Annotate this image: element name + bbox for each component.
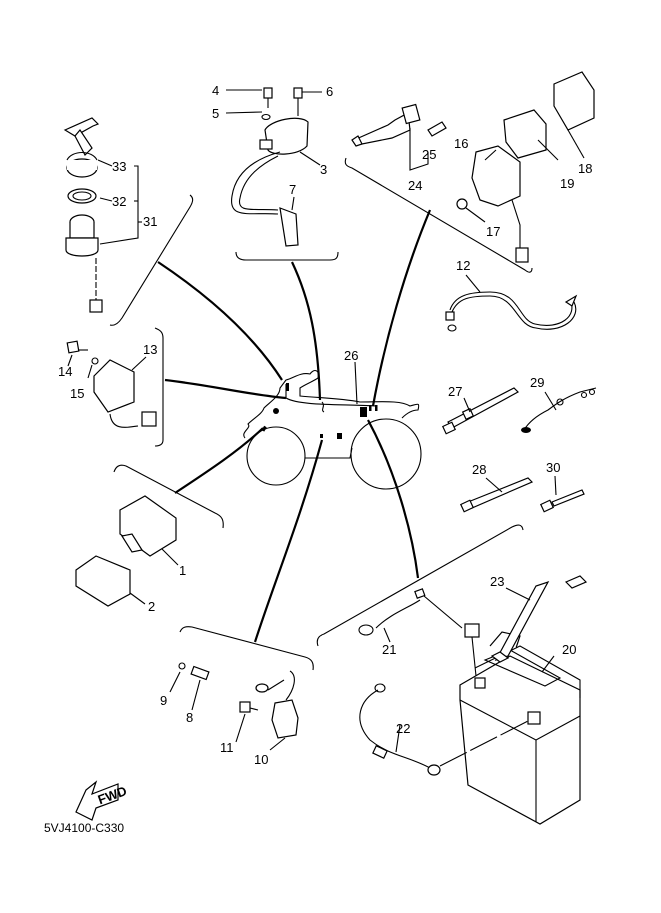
rectifier-leaders xyxy=(67,354,147,379)
starter-relay-assembly xyxy=(351,71,595,263)
cable-ties xyxy=(441,387,597,513)
callout-4: 4 xyxy=(212,83,219,98)
callout-labels: 1 2 3 4 5 6 7 8 9 10 11 12 13 14 15 16 1… xyxy=(58,83,592,767)
cdi-leaders xyxy=(129,548,179,605)
callout-23: 23 xyxy=(490,574,504,589)
callout-33: 33 xyxy=(112,159,126,174)
callout-22: 22 xyxy=(396,721,410,736)
cable-tie-leaders xyxy=(463,391,557,496)
callout-18: 18 xyxy=(578,161,592,176)
motorcycle-silhouette xyxy=(243,369,422,490)
callout-8: 8 xyxy=(186,710,193,725)
starter-relay-leaders xyxy=(409,128,585,223)
callout-5: 5 xyxy=(212,106,219,121)
callout-17: 17 xyxy=(486,224,500,239)
main-switch-leaders xyxy=(97,159,142,245)
callout-21: 21 xyxy=(382,642,396,657)
rectifier-assembly xyxy=(66,340,157,428)
wire-harness xyxy=(445,291,578,332)
catalog-code: 5VJ4100-C330 xyxy=(44,821,124,835)
callout-30: 30 xyxy=(546,460,560,475)
main-harness-leader xyxy=(354,361,358,405)
callout-20: 20 xyxy=(562,642,576,657)
callout-26: 26 xyxy=(344,348,358,363)
callout-2: 2 xyxy=(148,599,155,614)
ignition-coil-leaders xyxy=(225,89,322,211)
ignition-coil-assembly xyxy=(231,87,309,247)
main-switch-assembly xyxy=(63,117,103,313)
callout-32: 32 xyxy=(112,194,126,209)
callout-14: 14 xyxy=(58,364,72,379)
battery-assembly xyxy=(358,575,588,825)
callout-25: 25 xyxy=(422,147,436,162)
cdi-unit-assembly xyxy=(75,495,177,607)
sender-leaders xyxy=(169,671,286,751)
callout-3: 3 xyxy=(320,162,327,177)
fwd-arrow-icon: FWD xyxy=(75,780,129,821)
callout-28: 28 xyxy=(472,462,486,477)
callout-24: 24 xyxy=(408,178,422,193)
sender-assembly xyxy=(178,662,299,739)
callout-11: 11 xyxy=(220,740,234,755)
group-leaders xyxy=(157,209,432,643)
group-brackets xyxy=(109,157,533,671)
callout-31: 31 xyxy=(143,214,157,229)
callout-1: 1 xyxy=(179,563,186,578)
callout-13: 13 xyxy=(143,342,157,357)
callout-9: 9 xyxy=(160,693,167,708)
callout-19: 19 xyxy=(560,176,574,191)
harness-leader xyxy=(465,274,481,293)
fwd-label: FWD xyxy=(96,783,129,807)
battery-leaders xyxy=(383,587,555,753)
callout-15: 15 xyxy=(70,386,84,401)
callout-10: 10 xyxy=(254,752,268,767)
callout-7: 7 xyxy=(289,182,296,197)
callout-27: 27 xyxy=(448,384,462,399)
callout-12: 12 xyxy=(456,258,470,273)
callout-16: 16 xyxy=(454,136,468,151)
callout-6: 6 xyxy=(326,84,333,99)
callout-29: 29 xyxy=(530,375,544,390)
